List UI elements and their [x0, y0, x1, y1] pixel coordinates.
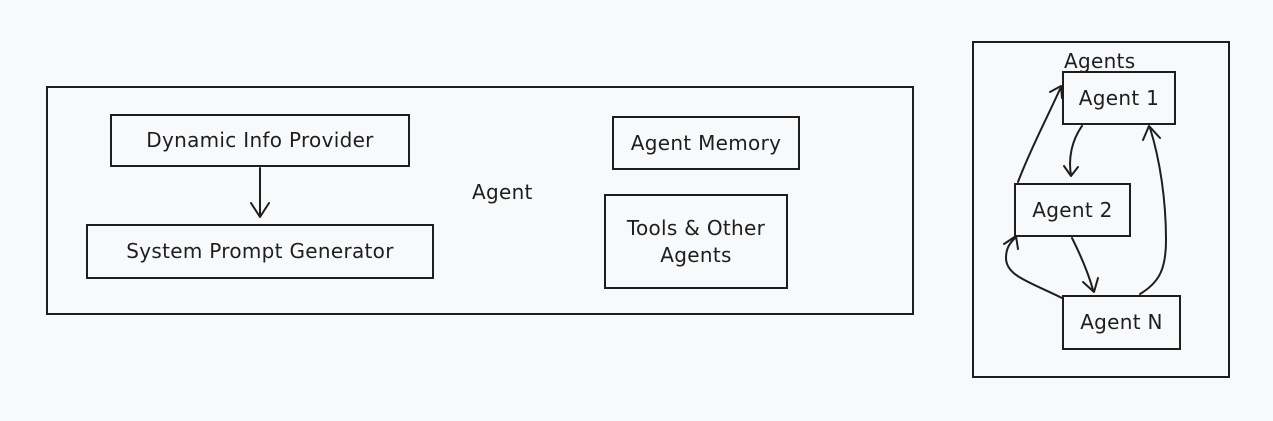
agent-n-node: Agent N [1062, 295, 1181, 350]
agent-2-node: Agent 2 [1014, 183, 1131, 237]
dynamic-info-provider-node: Dynamic Info Provider [110, 114, 410, 167]
system-prompt-generator-label: System Prompt Generator [126, 239, 394, 263]
agents-container [972, 41, 1230, 378]
tools-other-agents-node: Tools & Other Agents [604, 194, 788, 289]
tools-other-agents-label: Tools & Other Agents [626, 215, 766, 267]
agent-2-label: Agent 2 [1032, 197, 1113, 222]
agent-n-label: Agent N [1080, 310, 1163, 334]
agent-memory-label: Agent Memory [630, 130, 782, 155]
agent-container-label: Agent [472, 180, 533, 204]
agent-container [46, 86, 914, 315]
system-prompt-generator-node: System Prompt Generator [86, 224, 434, 279]
agents-container-label: Agents [1064, 49, 1136, 73]
dynamic-info-provider-label: Dynamic Info Provider [146, 128, 374, 152]
agent-memory-node: Agent Memory [612, 116, 800, 170]
agent-1-label: Agent 1 [1078, 85, 1160, 110]
agent-1-node: Agent 1 [1062, 71, 1176, 125]
